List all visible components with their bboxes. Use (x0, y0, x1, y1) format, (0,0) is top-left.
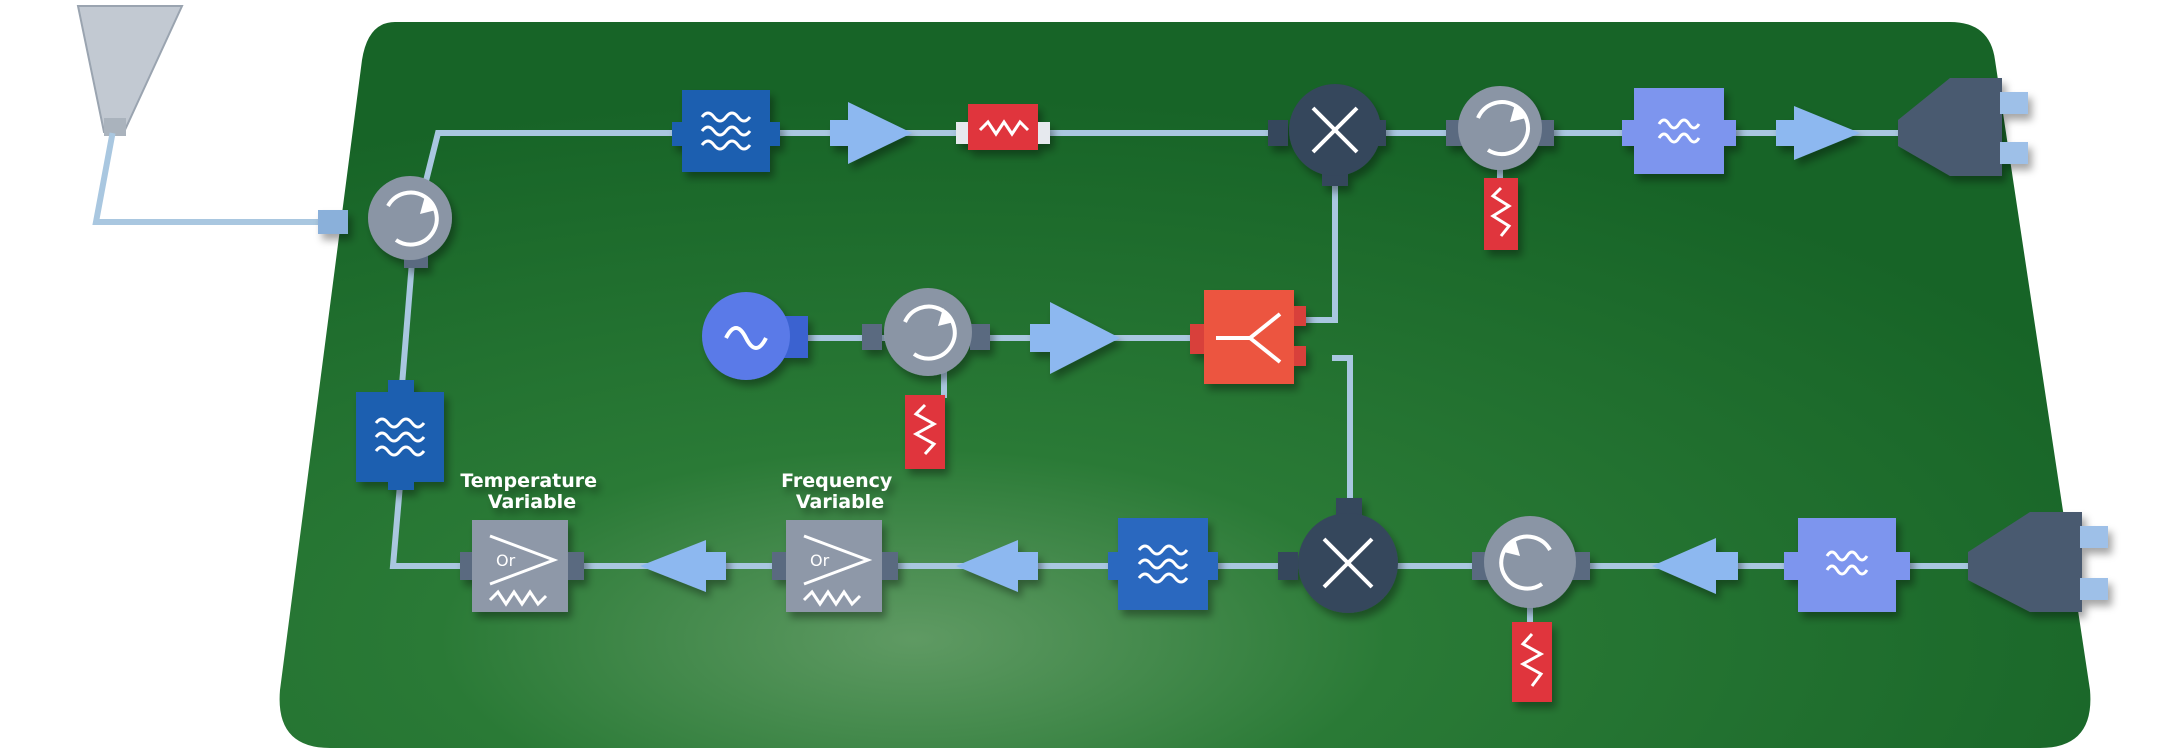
circulator-icon (386, 190, 439, 247)
horn-antenna-icon (76, 5, 184, 133)
amplifier-icon (956, 540, 1018, 592)
circulator-icon (1499, 534, 1552, 591)
upper-amplifier-2 (1776, 106, 1860, 160)
local-oscillator (702, 292, 808, 380)
lower-amplifier-2 (956, 540, 1038, 592)
lower-output-port (1968, 512, 2108, 612)
upper-bandpass-filter (672, 90, 780, 172)
lo-amplifier (1030, 302, 1120, 374)
circulator-icon (903, 304, 957, 361)
lower-mixer (1278, 498, 1398, 613)
lo-isolator (862, 288, 990, 469)
mixer-icon (1322, 537, 1374, 589)
amplifier-icon (848, 102, 912, 164)
resistor-icon (1490, 186, 1512, 237)
input-circulator (318, 176, 452, 268)
variable-attenuator-icon: Or (488, 534, 559, 607)
upper-attenuator (956, 104, 1050, 150)
lower-lowpass-filter (1784, 518, 1910, 612)
temperature-variable-label: Temperature Variable (460, 470, 603, 513)
oscillator-icon (724, 326, 768, 350)
upper-isolator (1446, 86, 1554, 250)
upper-amplifier-1 (830, 102, 912, 164)
frequency-variable-attenuator: Frequency Variable Or (772, 470, 899, 612)
upper-lowpass-filter (1622, 88, 1736, 174)
lower-isolator (1472, 516, 1590, 702)
amplifier-icon (640, 540, 706, 592)
output-port-icon (1968, 512, 2082, 612)
resistor-icon (978, 119, 1030, 137)
lower-amplifier-3 (1652, 538, 1738, 594)
variable-attenuator-icon: Or (802, 534, 873, 607)
lower-bandpass-filter-left (356, 380, 444, 490)
frequency-variable-label: Frequency Variable (781, 470, 899, 513)
horn-antenna (76, 5, 184, 136)
mixer-icon (1311, 106, 1359, 154)
upper-output-port (1898, 78, 2028, 176)
amplifier-icon (1652, 538, 1716, 594)
temperature-variable-attenuator: Temperature Variable Or (460, 470, 603, 612)
lo-power-splitter (1190, 290, 1306, 384)
amplifier-icon (1050, 302, 1120, 374)
upper-mixer (1268, 84, 1386, 186)
circulator-icon (1476, 100, 1530, 156)
lower-amplifier-1 (640, 540, 726, 592)
lower-bandpass-filter (1108, 518, 1218, 610)
resistor-icon (1519, 632, 1545, 687)
output-port-icon (1898, 78, 2002, 176)
svg-text:Or: Or (810, 551, 830, 570)
resistor-icon (912, 403, 938, 456)
amplifier-icon (1794, 106, 1860, 160)
svg-text:Or: Or (496, 551, 516, 570)
